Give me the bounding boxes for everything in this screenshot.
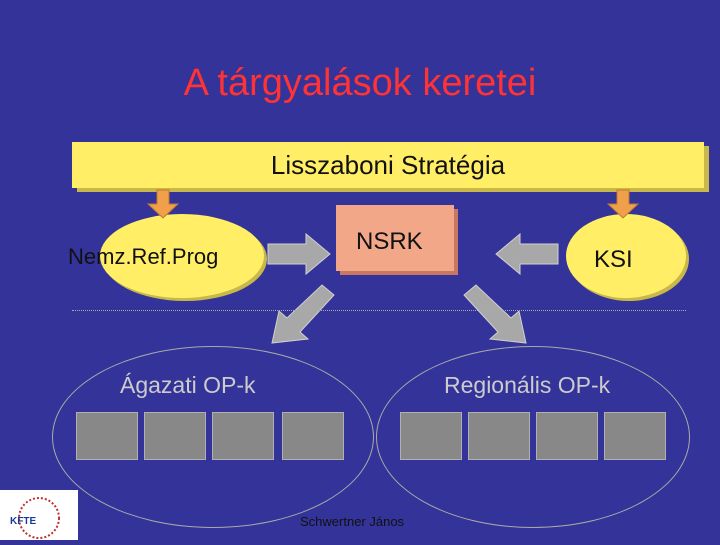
down-arrow-right (606, 189, 640, 219)
regional-op-box (468, 412, 530, 460)
nemz-ref-prog-label: Nemz.Ref.Prog (68, 244, 219, 269)
regional-op-box (536, 412, 598, 460)
sectoral-op-group (52, 346, 374, 528)
down-arrow-left (146, 189, 180, 219)
lisbon-strategy-label: Lisszaboni Stratégia (270, 150, 506, 180)
regional-op-group (376, 346, 690, 528)
regional-op-label: Regionális OP-k (444, 372, 611, 398)
ksi-oval (566, 214, 686, 298)
kfte-logo-text: KFTE (10, 516, 37, 527)
regional-op-box (400, 412, 462, 460)
diag-arrow-left (271, 284, 335, 344)
regional-op-box (604, 412, 666, 460)
right-arrow-to-nsrk (267, 232, 331, 276)
left-arrow-to-nsrk (495, 232, 559, 276)
sectoral-op-box (76, 412, 138, 460)
lisbon-strategy-banner (72, 142, 704, 188)
slide-title: A tárgyalások keretei (183, 62, 537, 104)
ksi-label: KSI (594, 246, 633, 273)
nemz-ref-prog-oval (100, 214, 264, 298)
dotted-divider (72, 310, 686, 311)
sectoral-op-label: Ágazati OP-k (120, 372, 256, 398)
sectoral-op-box (212, 412, 274, 460)
sectoral-op-box (144, 412, 206, 460)
sectoral-op-box (282, 412, 344, 460)
nsrk-label: NSRK (356, 228, 423, 255)
nsrk-box (336, 205, 454, 271)
author-footer: Schwertner János (300, 514, 405, 529)
kfte-logo (0, 490, 78, 540)
diag-arrow-right (463, 284, 527, 344)
kfte-logo-mark (18, 497, 60, 539)
